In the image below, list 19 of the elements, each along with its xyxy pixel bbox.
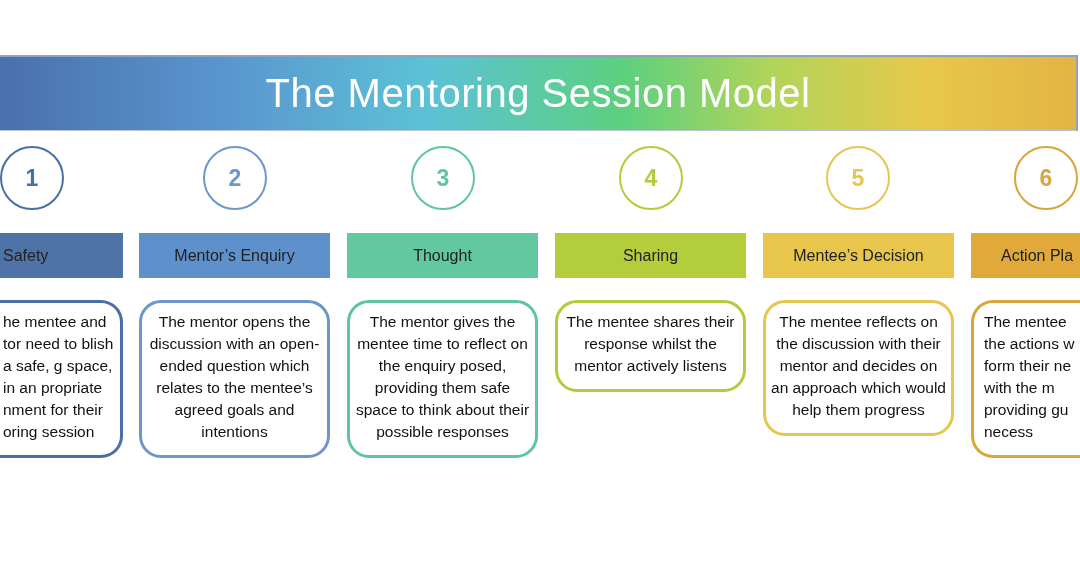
step-description: The mentee reflects on the discussion with their mentor and decides on an approach which would help them progress <box>763 300 954 436</box>
step-number: 4 <box>619 146 683 210</box>
step-description: The mentee the actions w form their ne with the m providing gu necess <box>971 300 1080 458</box>
step-heading: Mentee’s Decision <box>763 233 954 278</box>
step-heading: Mentor’s Enquiry <box>139 233 330 278</box>
step-number: 1 <box>0 146 64 210</box>
step-number: 2 <box>203 146 267 210</box>
step-description: The mentor gives the mentee time to reflect on the enquiry posed, providing them safe space to think about their possible responses <box>347 300 538 458</box>
step-heading: Safety <box>0 233 123 278</box>
step-heading: Action Pla <box>971 233 1080 278</box>
title-banner: The Mentoring Session Model <box>0 55 1078 131</box>
step-number: 6 <box>1014 146 1078 210</box>
step-description: The mentor opens the discussion with an open-ended question which relates to the mentee’s agreed goals and intentions <box>139 300 330 458</box>
step-description: The mentee shares their response whilst the mentor actively listens <box>555 300 746 392</box>
step-number: 3 <box>411 146 475 210</box>
step-description: he mentee and tor need to blish a safe, g space, in an propriate nment for their oring session <box>0 300 123 458</box>
step-number: 5 <box>826 146 890 210</box>
step-heading: Sharing <box>555 233 746 278</box>
step-heading: Thought <box>347 233 538 278</box>
